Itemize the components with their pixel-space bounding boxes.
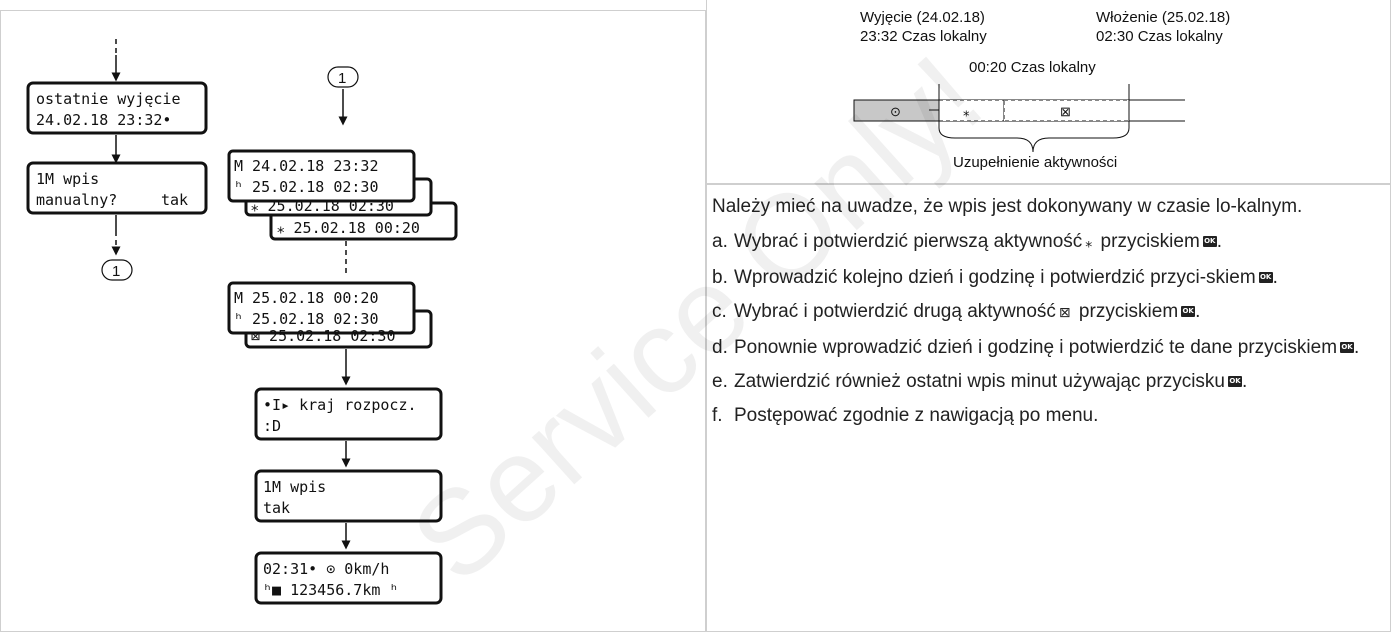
step-text: Zatwierdzić również ostatni wpis minut u… [734, 371, 1248, 392]
step-letter: a. [712, 231, 728, 252]
svg-text:•I▸ kraj rozpocz.: •I▸ kraj rozpocz. [263, 396, 417, 414]
timeline-caption: Uzupełnienie aktywności [953, 154, 1117, 171]
step-letter: c. [712, 301, 727, 322]
svg-text:24.02.18 23:32•: 24.02.18 23:32• [36, 111, 171, 129]
ok-button-icon: OK [1258, 272, 1273, 284]
svg-text:1: 1 [112, 263, 120, 280]
svg-text:ostatnie wyjęcie: ostatnie wyjęcie [36, 90, 181, 108]
svg-text:⊠ 25.02.18 02:30: ⊠ 25.02.18 02:30 [251, 327, 396, 345]
step-letter: e. [712, 371, 728, 392]
insertion-label: Włożenie (25.02.18) [1096, 9, 1230, 26]
lcd-stack-second-activity: M 25.02.18 00:20 ʰ 25.02.18 02:30 ⊠ 25.0… [227, 281, 433, 349]
connector-1-left: 1 [101, 259, 133, 281]
instruction-step: f. Postępować zgodnie z nawigacją po menu… [712, 403, 1382, 428]
work-icon: ⁎ [1085, 235, 1093, 251]
lcd-manual-entry-question: 1M wpis manualny? tak [26, 161, 208, 215]
flow-diagram-panel: ostatnie wyjęcie 24.02.18 23:32• 1M wpis… [0, 10, 706, 632]
ok-button-icon: OK [1181, 306, 1196, 318]
step-text: Wprowadzić kolejno dzień i godzinę i pot… [734, 267, 1278, 288]
availability-icon: ⊠ [1058, 305, 1071, 321]
step-text: Wybrać i potwierdzić drugą aktywność⊠ pr… [734, 299, 1382, 326]
availability-icon: ⊠ [1060, 104, 1071, 119]
svg-text::D: :D [263, 417, 281, 435]
timeline-segment-2 [938, 99, 1005, 122]
svg-text:ʰ 25.02.18 02:30: ʰ 25.02.18 02:30 [234, 310, 379, 328]
lcd-standard-display: 02:31• ⊙ 0km/h ʰ■ 123456.7km ʰ [254, 551, 443, 605]
svg-text:ʰ■ 123456.7km ʰ: ʰ■ 123456.7km ʰ [263, 581, 398, 599]
instruction-step: e. Zatwierdzić również ostatni wpis minut… [712, 369, 1382, 394]
svg-text:manualny?: manualny? [36, 191, 117, 209]
step-text: Postępować zgodnie z nawigacją po menu. [734, 405, 1099, 426]
svg-text:tak: tak [161, 191, 188, 209]
ok-button-icon: OK [1228, 376, 1242, 388]
brace [938, 127, 1130, 153]
svg-text:⁎ 25.02.18 00:20: ⁎ 25.02.18 00:20 [277, 219, 420, 237]
step-letter: b. [712, 267, 728, 288]
svg-text:1: 1 [338, 70, 346, 87]
instruction-step: c. Wybrać i potwierdzić drugą aktywność⊠ … [712, 299, 1382, 326]
svg-text:02:31• ⊙ 0km/h: 02:31• ⊙ 0km/h [263, 560, 389, 578]
svg-text:M 25.02.18 00:20: M 25.02.18 00:20 [234, 289, 379, 307]
svg-text:1M wpis: 1M wpis [36, 170, 99, 188]
svg-text:ʰ 25.02.18 02:30: ʰ 25.02.18 02:30 [234, 178, 379, 196]
mid-time: 00:20 Czas lokalny [969, 59, 1096, 76]
instruction-step: d. Ponownie wprowadzić dzień i godzinę i … [712, 335, 1382, 360]
lcd-stack-first-activity: M 24.02.18 23:32 ʰ 25.02.18 02:30 ⁎ 25.0… [227, 149, 458, 241]
activity-timeline: Wyjęcie (24.02.18) 23:32 Czas lokalny Wł… [853, 9, 1230, 171]
ok-button-icon: OK [1202, 236, 1217, 248]
instruction-step: a. Wybrać i potwierdzić pierwszą aktywnoś… [712, 229, 1382, 256]
timeline-panel: Wyjęcie (24.02.18) 23:32 Czas lokalny Wł… [706, 0, 1391, 184]
withdrawal-label: Wyjęcie (24.02.18) [860, 9, 985, 26]
break-icon: ⊙ [890, 104, 901, 119]
lcd-entry-confirm: 1M wpis tak [254, 469, 443, 523]
withdrawal-time: 23:32 Czas lokalny [860, 28, 987, 45]
instructions: Należy mieć na uwadze, że wpis jest doko… [712, 194, 1382, 437]
step-letter: f. [712, 405, 723, 426]
step-letter: d. [712, 337, 728, 358]
flow-diagram: ostatnie wyjęcie 24.02.18 23:32• 1M wpis… [26, 39, 458, 605]
instruction-step: b. Wprowadzić kolejno dzień i godzinę i p… [712, 265, 1382, 290]
connector-1-right: 1 [327, 66, 359, 88]
svg-text:M 24.02.18 23:32: M 24.02.18 23:32 [234, 157, 379, 175]
steps-list: a. Wybrać i potwierdzić pierwszą aktywnoś… [712, 229, 1382, 428]
lcd-start-country: •I▸ kraj rozpocz. :D [254, 387, 443, 441]
lcd-last-withdrawal: ostatnie wyjęcie 24.02.18 23:32• [26, 81, 208, 135]
svg-text:⁎ 25.02.18 02:30: ⁎ 25.02.18 02:30 [251, 197, 394, 215]
svg-text:tak: tak [263, 499, 290, 517]
intro-text: Należy mieć na uwadze, że wpis jest doko… [712, 196, 1303, 217]
insertion-time: 02:30 Czas lokalny [1096, 28, 1223, 45]
step-text: Wybrać i potwierdzić pierwszą aktywność⁎… [734, 229, 1382, 256]
svg-text:1M wpis: 1M wpis [263, 478, 326, 496]
ok-button-icon: OK [1340, 342, 1355, 354]
step-text: Ponownie wprowadzić dzień i godzinę i po… [734, 337, 1360, 358]
work-icon: ⁎ [963, 104, 970, 119]
